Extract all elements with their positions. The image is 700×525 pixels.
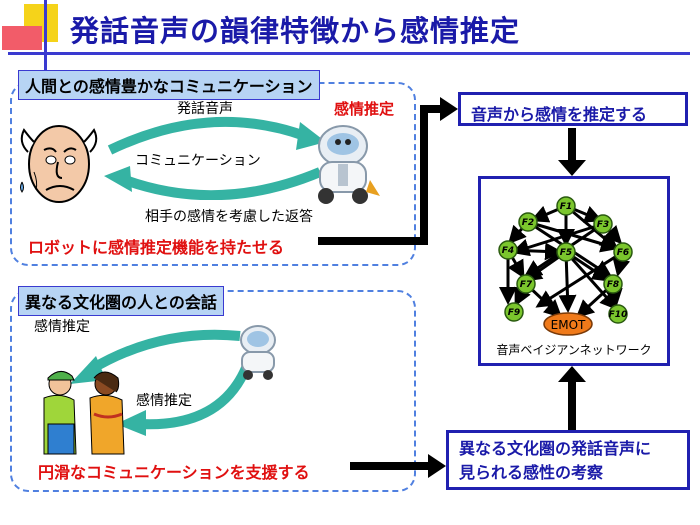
title-decoration-line: [44, 0, 47, 78]
bayesian-network-diagram: F1 F2 F3 F4 F5 F6 F7 F8 F9 F10 EMOT 音声ベイ…: [496, 196, 652, 357]
cultural-analysis-box: 異なる文化圏の発話音声に 見られる感性の考察: [446, 430, 690, 490]
estimate-from-voice-box: 音声から感情を推定する: [458, 92, 688, 126]
elderly-man-face-icon: [20, 125, 98, 203]
panel2-goal: 円滑なコミュニケーションを支援する: [38, 463, 310, 482]
robot-small-icon: [240, 325, 276, 380]
title-underline: [8, 52, 690, 55]
emot-node-label: EMOT: [551, 318, 586, 332]
node-f4: F4: [502, 246, 514, 256]
communication-label: コミュニケーション: [135, 153, 261, 169]
two-people-icon: [43, 371, 125, 455]
emot-node: [543, 312, 593, 336]
cultural-analysis-line1: 異なる文化圏の発話音声に: [459, 439, 652, 458]
node-f9: F9: [508, 308, 520, 318]
speech-label: 発話音声: [177, 101, 233, 117]
node-f8: F8: [607, 280, 619, 290]
panel2-label: 異なる文化圏の人との会話: [18, 286, 224, 316]
response-label: 相手の感情を考慮した返答: [145, 209, 313, 225]
node-f2: F2: [522, 218, 534, 228]
estimation-label-mid: 感情推定: [136, 393, 192, 409]
title-decoration-red: [2, 26, 42, 50]
cultural-analysis-line2: 見られる感性の考察: [459, 463, 604, 482]
node-f7: F7: [520, 280, 533, 290]
robot-icon: [318, 125, 380, 204]
node-f6: F6: [617, 248, 629, 258]
estimation-arrows: [70, 329, 251, 436]
node-f10: F10: [609, 310, 628, 320]
network-caption: 音声ベイジアンネットワーク: [496, 342, 651, 357]
panel1-label: 人間との感情豊かなコミュニケーション: [18, 70, 320, 100]
panel1-goal: ロボットに感情推定機能を持たせる: [28, 238, 285, 257]
network-nodes: [498, 196, 633, 324]
robot-estimation-label: 感情推定: [334, 100, 395, 118]
node-f3: F3: [597, 220, 609, 230]
slide-title: 発話音声の韻律特徴から感情推定: [70, 14, 521, 48]
estimation-label-top: 感情推定: [34, 319, 90, 335]
node-f5: F5: [560, 248, 572, 258]
node-f1: F1: [560, 202, 572, 212]
communication-cycle-arrows: [104, 116, 326, 200]
